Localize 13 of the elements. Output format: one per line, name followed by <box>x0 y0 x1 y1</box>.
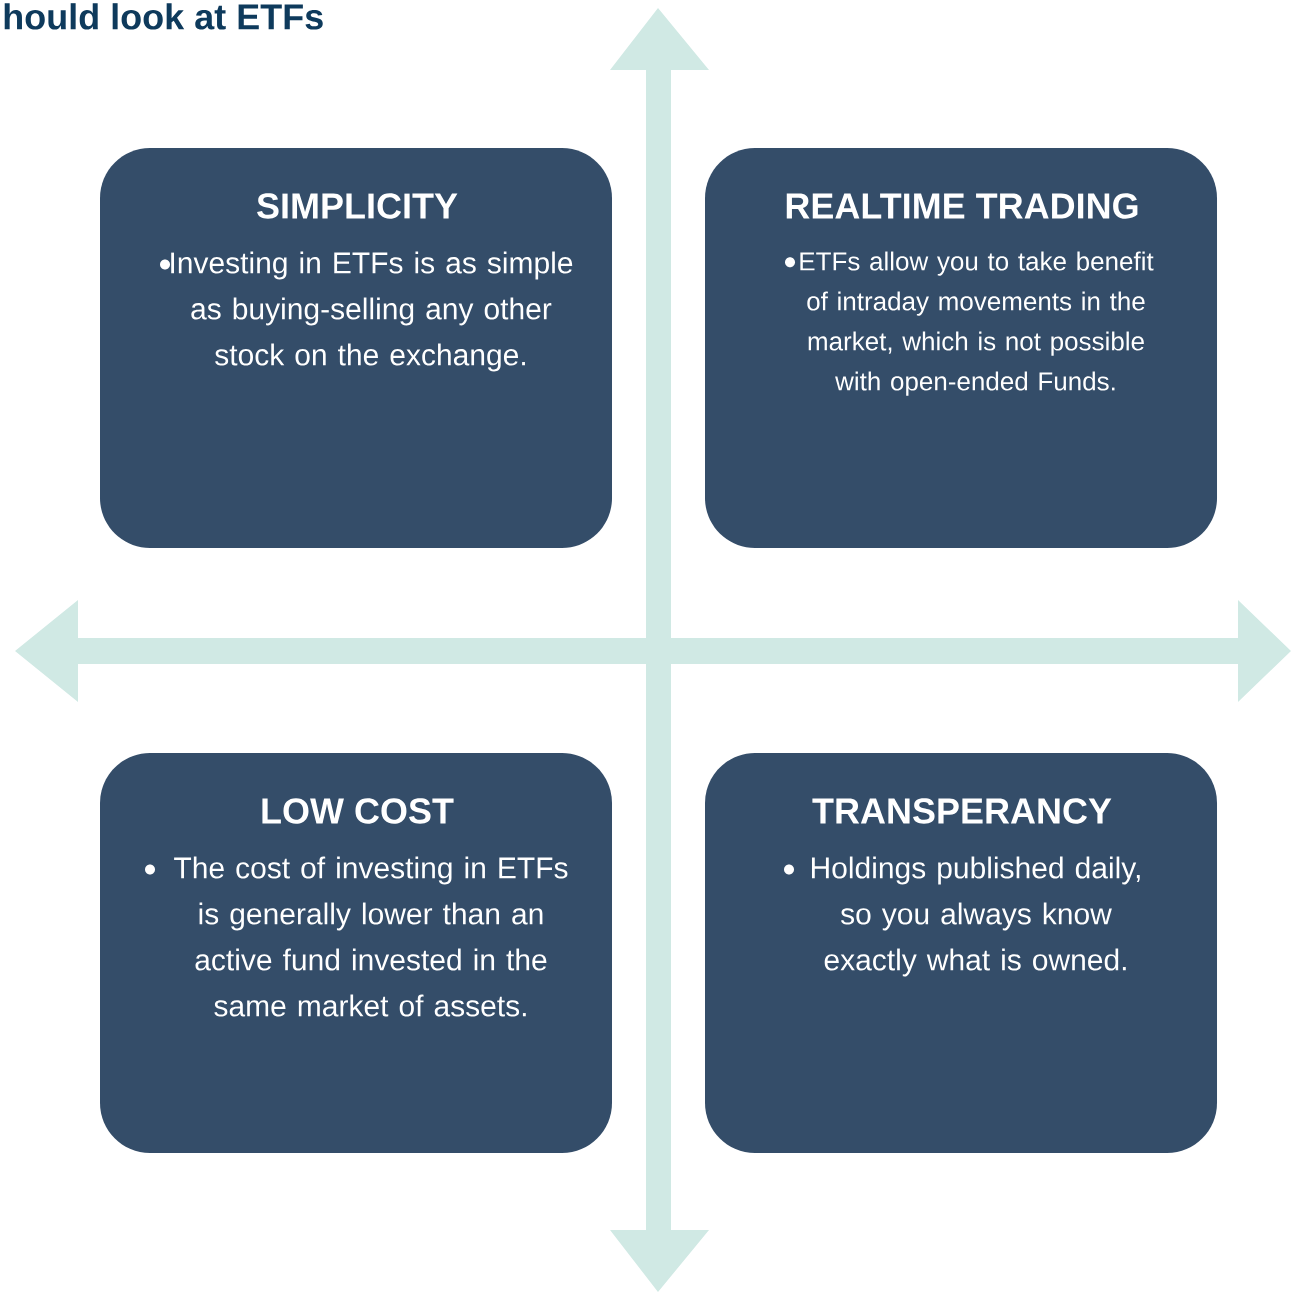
box-heading: SIMPLICITY <box>257 193 458 219</box>
box-heading: TRANSPERANCY <box>812 798 1112 824</box>
box-heading: LOW COST <box>262 798 454 824</box>
quadrant-box <box>100 148 612 548</box>
box-heading: REALTIME TRADING <box>786 193 1138 219</box>
box-text: Investing in ETFs is as simple as buying-selling any other stock on the exchange. <box>171 251 573 372</box>
box-text: ETFs allow you to take benefit of intraday movements in the market, which is not possible with open-ended Funds. <box>800 251 1154 396</box>
quadrant-box <box>705 148 1217 548</box>
quadrant-box <box>100 753 612 1153</box>
quadrant-box <box>705 753 1217 1153</box>
box-text: The cost of investing in ETFs is generally lower than an active fund invested in the same market of assets. <box>174 856 568 1017</box>
title: hould look at ETFs <box>4 3 323 30</box>
box-text: Holdings published daily, so you always know exactly what is owned. <box>812 856 1140 977</box>
